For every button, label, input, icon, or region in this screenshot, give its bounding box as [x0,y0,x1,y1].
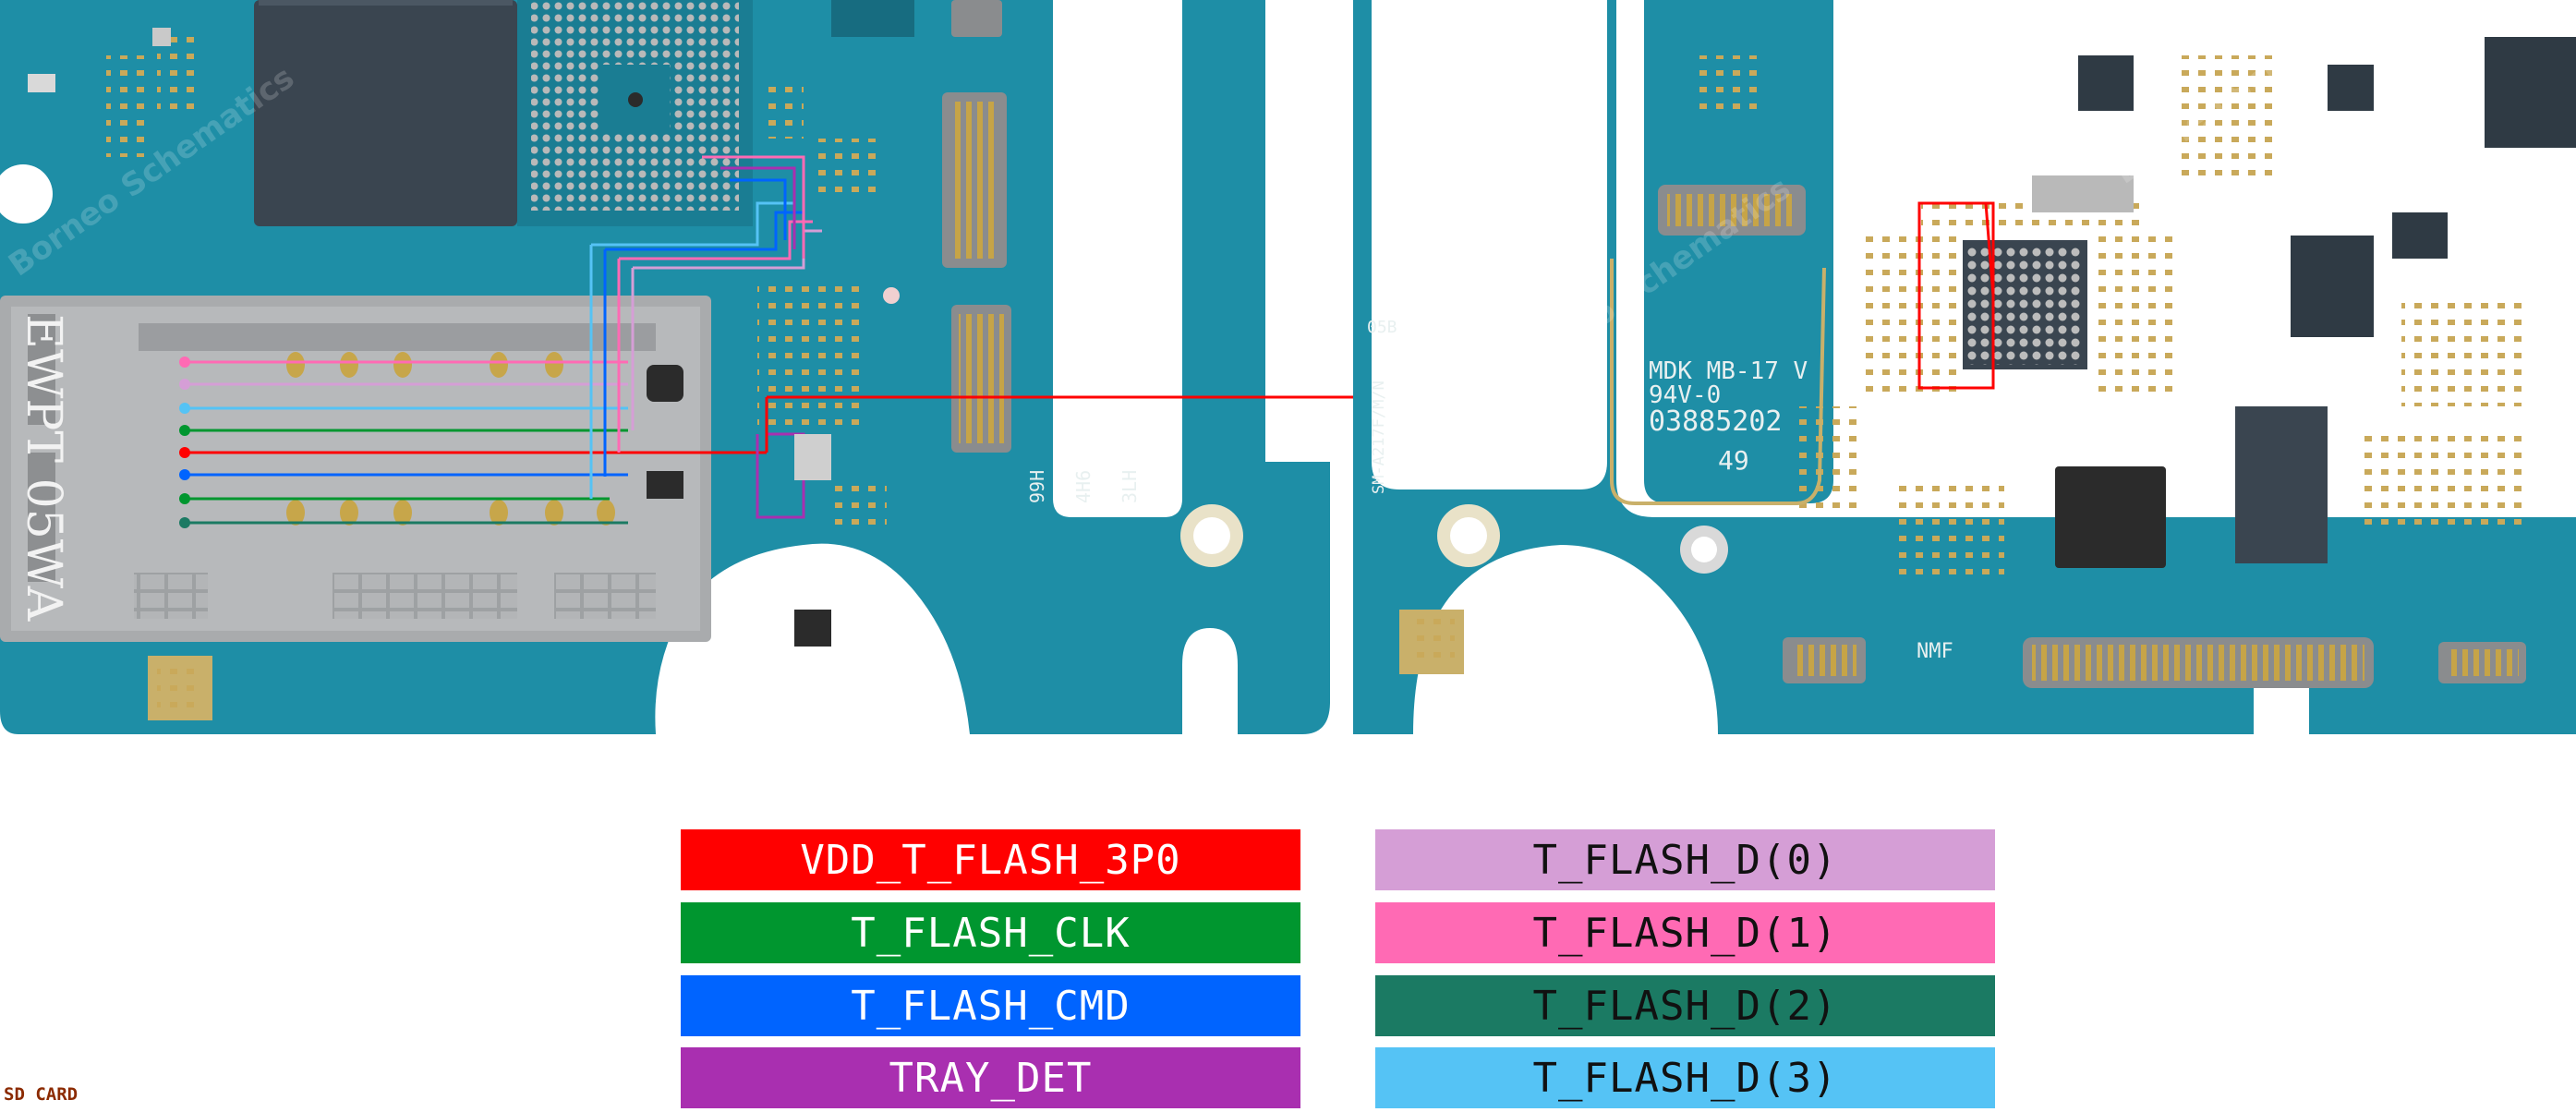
legend-t-flash-d0: T_FLASH_D(0) [1375,829,1995,890]
legend-tray-det: TRAY_DET [681,1047,1300,1108]
page-caption: SD CARD [4,1084,79,1105]
vertical-mark: 4H6 [1072,470,1094,503]
svg-text:SM-A217F/M/N: SM-A217F/M/N [1370,381,1388,494]
board-silkscreen: MDK MB-17 V 94V-0 03885202 49 05B SM-A21… [1367,259,1953,663]
sd-tray-marking: EWPT 05WA [16,314,71,622]
vdd-trace-highlight [1917,201,1995,390]
legend-vdd-t-flash-3p0: VDD_T_FLASH_3P0 [681,829,1300,890]
svg-text:94V-0: 94V-0 [1649,381,1721,409]
svg-text:03885202: 03885202 [1649,405,1783,438]
legend-t-flash-d2: T_FLASH_D(2) [1375,975,1995,1036]
ic-chip [2055,466,2166,568]
legend-t-flash-d3: T_FLASH_D(3) [1375,1047,1995,1108]
vertical-mark: 3LH [1119,470,1141,503]
sd-contact-pads [286,352,683,526]
pcb-board-photo: EWPT 05WA [0,0,2576,734]
legend-t-flash-clk: T_FLASH_CLK [681,902,1300,963]
svg-text:49: 49 [1718,445,1749,476]
svg-text:MDK MB-17 V: MDK MB-17 V [1649,357,1808,385]
svg-text:NMF: NMF [1917,640,1953,663]
vertical-mark: 99H [1026,470,1048,503]
svg-text:05B: 05B [1367,318,1397,337]
legend-t-flash-d1: T_FLASH_D(1) [1375,902,1995,963]
mounting-hole [0,164,53,224]
sd-wire-endpoints [179,357,190,528]
legend-t-flash-cmd: T_FLASH_CMD [681,975,1300,1036]
memory-chip [254,0,517,226]
